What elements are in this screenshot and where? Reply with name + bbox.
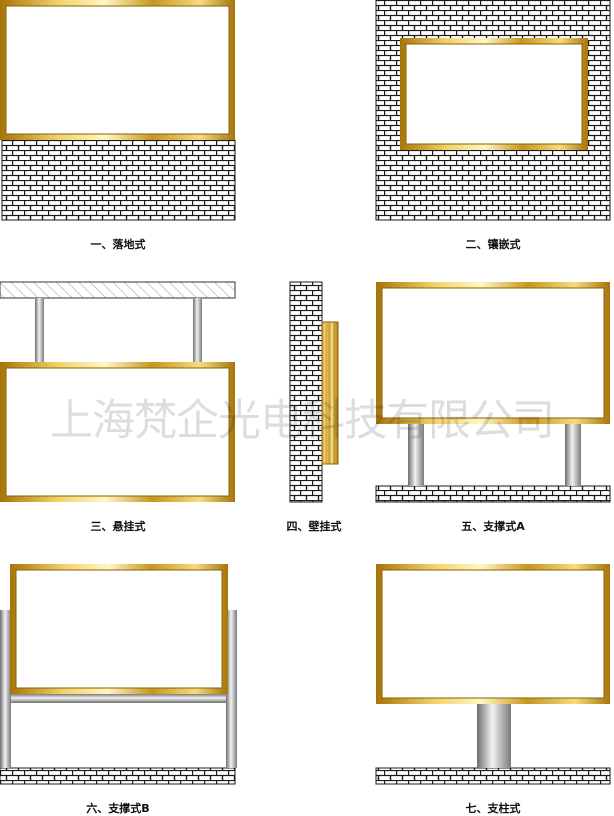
hanging-rod-right — [193, 298, 202, 362]
panel-floor-standing — [0, 0, 236, 221]
brick-wall-side — [289, 281, 323, 503]
panel-wall-mounted — [289, 281, 339, 503]
caption-floor-standing: 一、落地式 — [90, 238, 146, 251]
watermark: 上海梵企光电科技有限公司 — [50, 396, 555, 446]
caption-support-b: 六、支撑式B — [86, 802, 150, 815]
center-pillar — [477, 704, 511, 768]
support-post-right — [226, 610, 237, 768]
gold-frame-sign — [376, 282, 610, 424]
brick-base — [375, 485, 611, 503]
support-post-left — [0, 610, 11, 768]
gold-frame-sign — [376, 564, 610, 704]
panel-suspended — [0, 281, 236, 502]
brick-base — [375, 767, 611, 785]
caption-support-a: 五、支撑式A — [461, 520, 525, 533]
panel-support-b — [0, 564, 237, 785]
support-leg-right — [565, 424, 581, 486]
cross-bar — [11, 694, 226, 703]
panel-pillar — [375, 564, 611, 785]
brick-base — [1, 139, 236, 221]
gold-frame-sign — [0, 0, 235, 140]
gold-frame-sign — [10, 564, 228, 694]
ceiling-beam — [0, 281, 236, 299]
caption-suspended: 三、悬挂式 — [90, 520, 146, 533]
caption-wall-mounted: 四、壁挂式 — [286, 520, 342, 533]
panel-embedded — [375, 0, 611, 221]
support-leg-left — [408, 424, 424, 486]
gold-frame-sign — [0, 362, 235, 502]
panel-support-a — [375, 282, 611, 503]
brick-base — [0, 767, 236, 785]
gold-frame-sign — [400, 38, 588, 150]
caption-pillar: 七、支柱式 — [465, 802, 521, 815]
hanging-rod-left — [35, 298, 44, 362]
caption-embedded: 二、镶嵌式 — [465, 238, 521, 251]
